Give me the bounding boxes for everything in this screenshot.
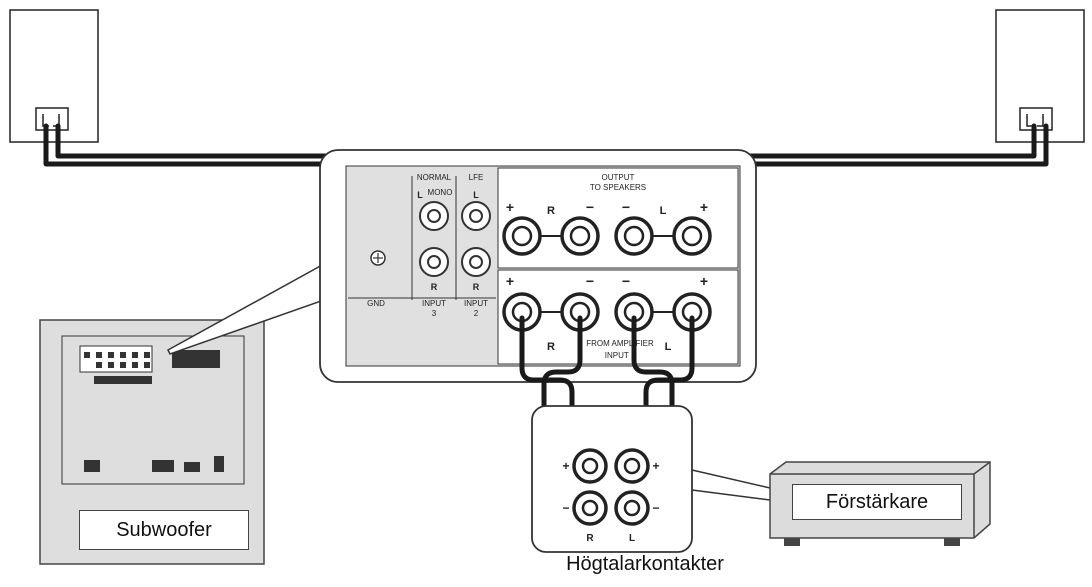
input2-label-line2: 2 bbox=[474, 309, 479, 318]
in-left-mark: L bbox=[665, 341, 672, 353]
mono-label: MONO bbox=[428, 188, 453, 197]
out-r-minus: − bbox=[586, 199, 594, 215]
in-r-plus: + bbox=[506, 273, 514, 289]
out-left-mark: L bbox=[660, 205, 667, 217]
in-l-minus: − bbox=[622, 273, 630, 289]
in-r-minus: − bbox=[586, 273, 594, 289]
term-r-minus: − bbox=[562, 501, 569, 515]
speaker-terminals-label: Högtalarkontakter bbox=[566, 553, 724, 575]
in-right-mark: R bbox=[547, 341, 555, 353]
input3-label-line2: 3 bbox=[432, 309, 437, 318]
right-speaker bbox=[995, 9, 1085, 143]
input3-label-line1: INPUT bbox=[422, 299, 446, 308]
left-speaker bbox=[9, 9, 99, 143]
output-label-line2: TO SPEAKERS bbox=[590, 183, 646, 192]
out-right-mark: R bbox=[547, 205, 555, 217]
output-label-line1: OUTPUT bbox=[602, 173, 635, 182]
speaker-terminals: + + − − R L bbox=[531, 405, 693, 553]
input2-label-line1: INPUT bbox=[464, 299, 488, 308]
input1-label-line2: INPUT 1 bbox=[605, 351, 636, 360]
amplifier-label: Förstärkare bbox=[792, 484, 962, 520]
rear-panel: OUTPUT TO SPEAKERS FROM AMPLIFIER INPUT … bbox=[319, 149, 757, 383]
term-right-mark: R bbox=[586, 533, 594, 544]
out-l-plus: + bbox=[700, 199, 708, 215]
lfe-label: LFE bbox=[469, 173, 484, 182]
amplifier-callout-wedge bbox=[691, 469, 771, 501]
in-l-plus: + bbox=[700, 273, 708, 289]
input3-right-mark: R bbox=[431, 282, 438, 292]
input1-label-line1: FROM AMPLIFIER bbox=[586, 339, 654, 348]
term-l-plus: + bbox=[652, 459, 659, 473]
term-l-minus: − bbox=[652, 501, 659, 515]
input2-right-mark: R bbox=[473, 282, 480, 292]
term-r-plus: + bbox=[562, 459, 569, 473]
out-r-plus: + bbox=[506, 199, 514, 215]
input2-left-mark: L bbox=[473, 190, 479, 200]
subwoofer-label: Subwoofer bbox=[79, 510, 249, 550]
normal-label: NORMAL bbox=[417, 173, 452, 182]
gnd-label: GND bbox=[367, 299, 385, 308]
out-l-minus: − bbox=[622, 199, 630, 215]
input3-left-mark: L bbox=[417, 190, 423, 200]
term-left-mark: L bbox=[629, 533, 635, 544]
